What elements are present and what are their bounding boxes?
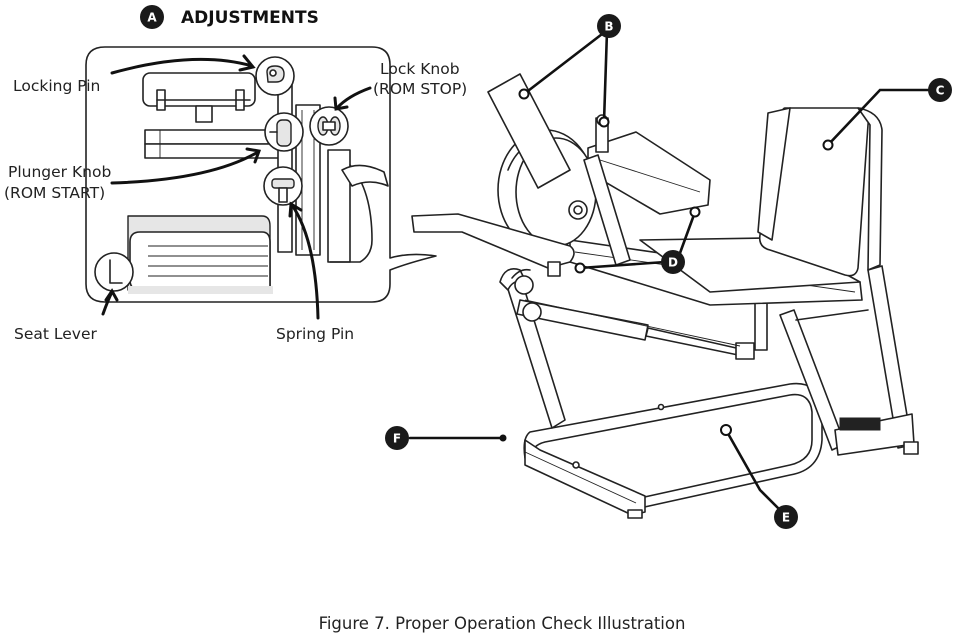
callout-f: F [385,426,507,450]
label-lock-knob-line2: (ROM STOP) [373,80,467,98]
svg-text:D: D [668,256,678,270]
plunger-knob[interactable] [276,119,292,147]
label-plunger-knob-line2: (ROM START) [4,184,105,202]
figure-caption: Figure 7. Proper Operation Check Illustr… [319,614,686,633]
plunger-knob-arrow [110,150,260,185]
base-front-rail [524,439,646,516]
front-upright [505,274,566,429]
spring-pin[interactable] [271,178,295,189]
callout-c: C [822,78,952,151]
callout-e: E [720,424,798,529]
label-seat-lever: Seat Lever [14,325,97,343]
section-header: A ADJUSTMENTS [140,5,319,29]
locking-pin-arrow [110,57,254,75]
base-frame [523,382,823,509]
leg-press-machine [411,73,919,519]
svg-text:B: B [604,20,613,34]
resistance-cylinder [516,299,649,341]
spring-pin-arrow [290,203,320,320]
section-title: ADJUSTMENTS [181,8,319,28]
seat-stack [127,215,273,294]
seat-lever-highlight[interactable] [94,252,134,292]
seat-lever[interactable] [109,259,123,284]
svg-text:F: F [393,432,401,446]
callout-d: D [574,206,701,274]
rom-column [277,71,293,253]
label-locking-pin: Locking Pin [13,77,100,95]
label-plunger-knob-line1: Plunger Knob [8,163,111,181]
badge-a [140,5,164,29]
label-lock-knob-line1: Lock Knob [380,60,460,78]
adjustments-inset [85,46,437,320]
foot-lever [411,213,575,269]
svg-text:C: C [936,84,945,98]
badge-a-text: A [147,11,157,25]
foot-plate [487,73,571,189]
label-spring-pin: Spring Pin [276,325,354,343]
callout-b: B [518,14,621,128]
lock-knob-arrow [335,86,372,110]
svg-text:E: E [782,511,790,525]
carriage-bar [144,129,276,145]
